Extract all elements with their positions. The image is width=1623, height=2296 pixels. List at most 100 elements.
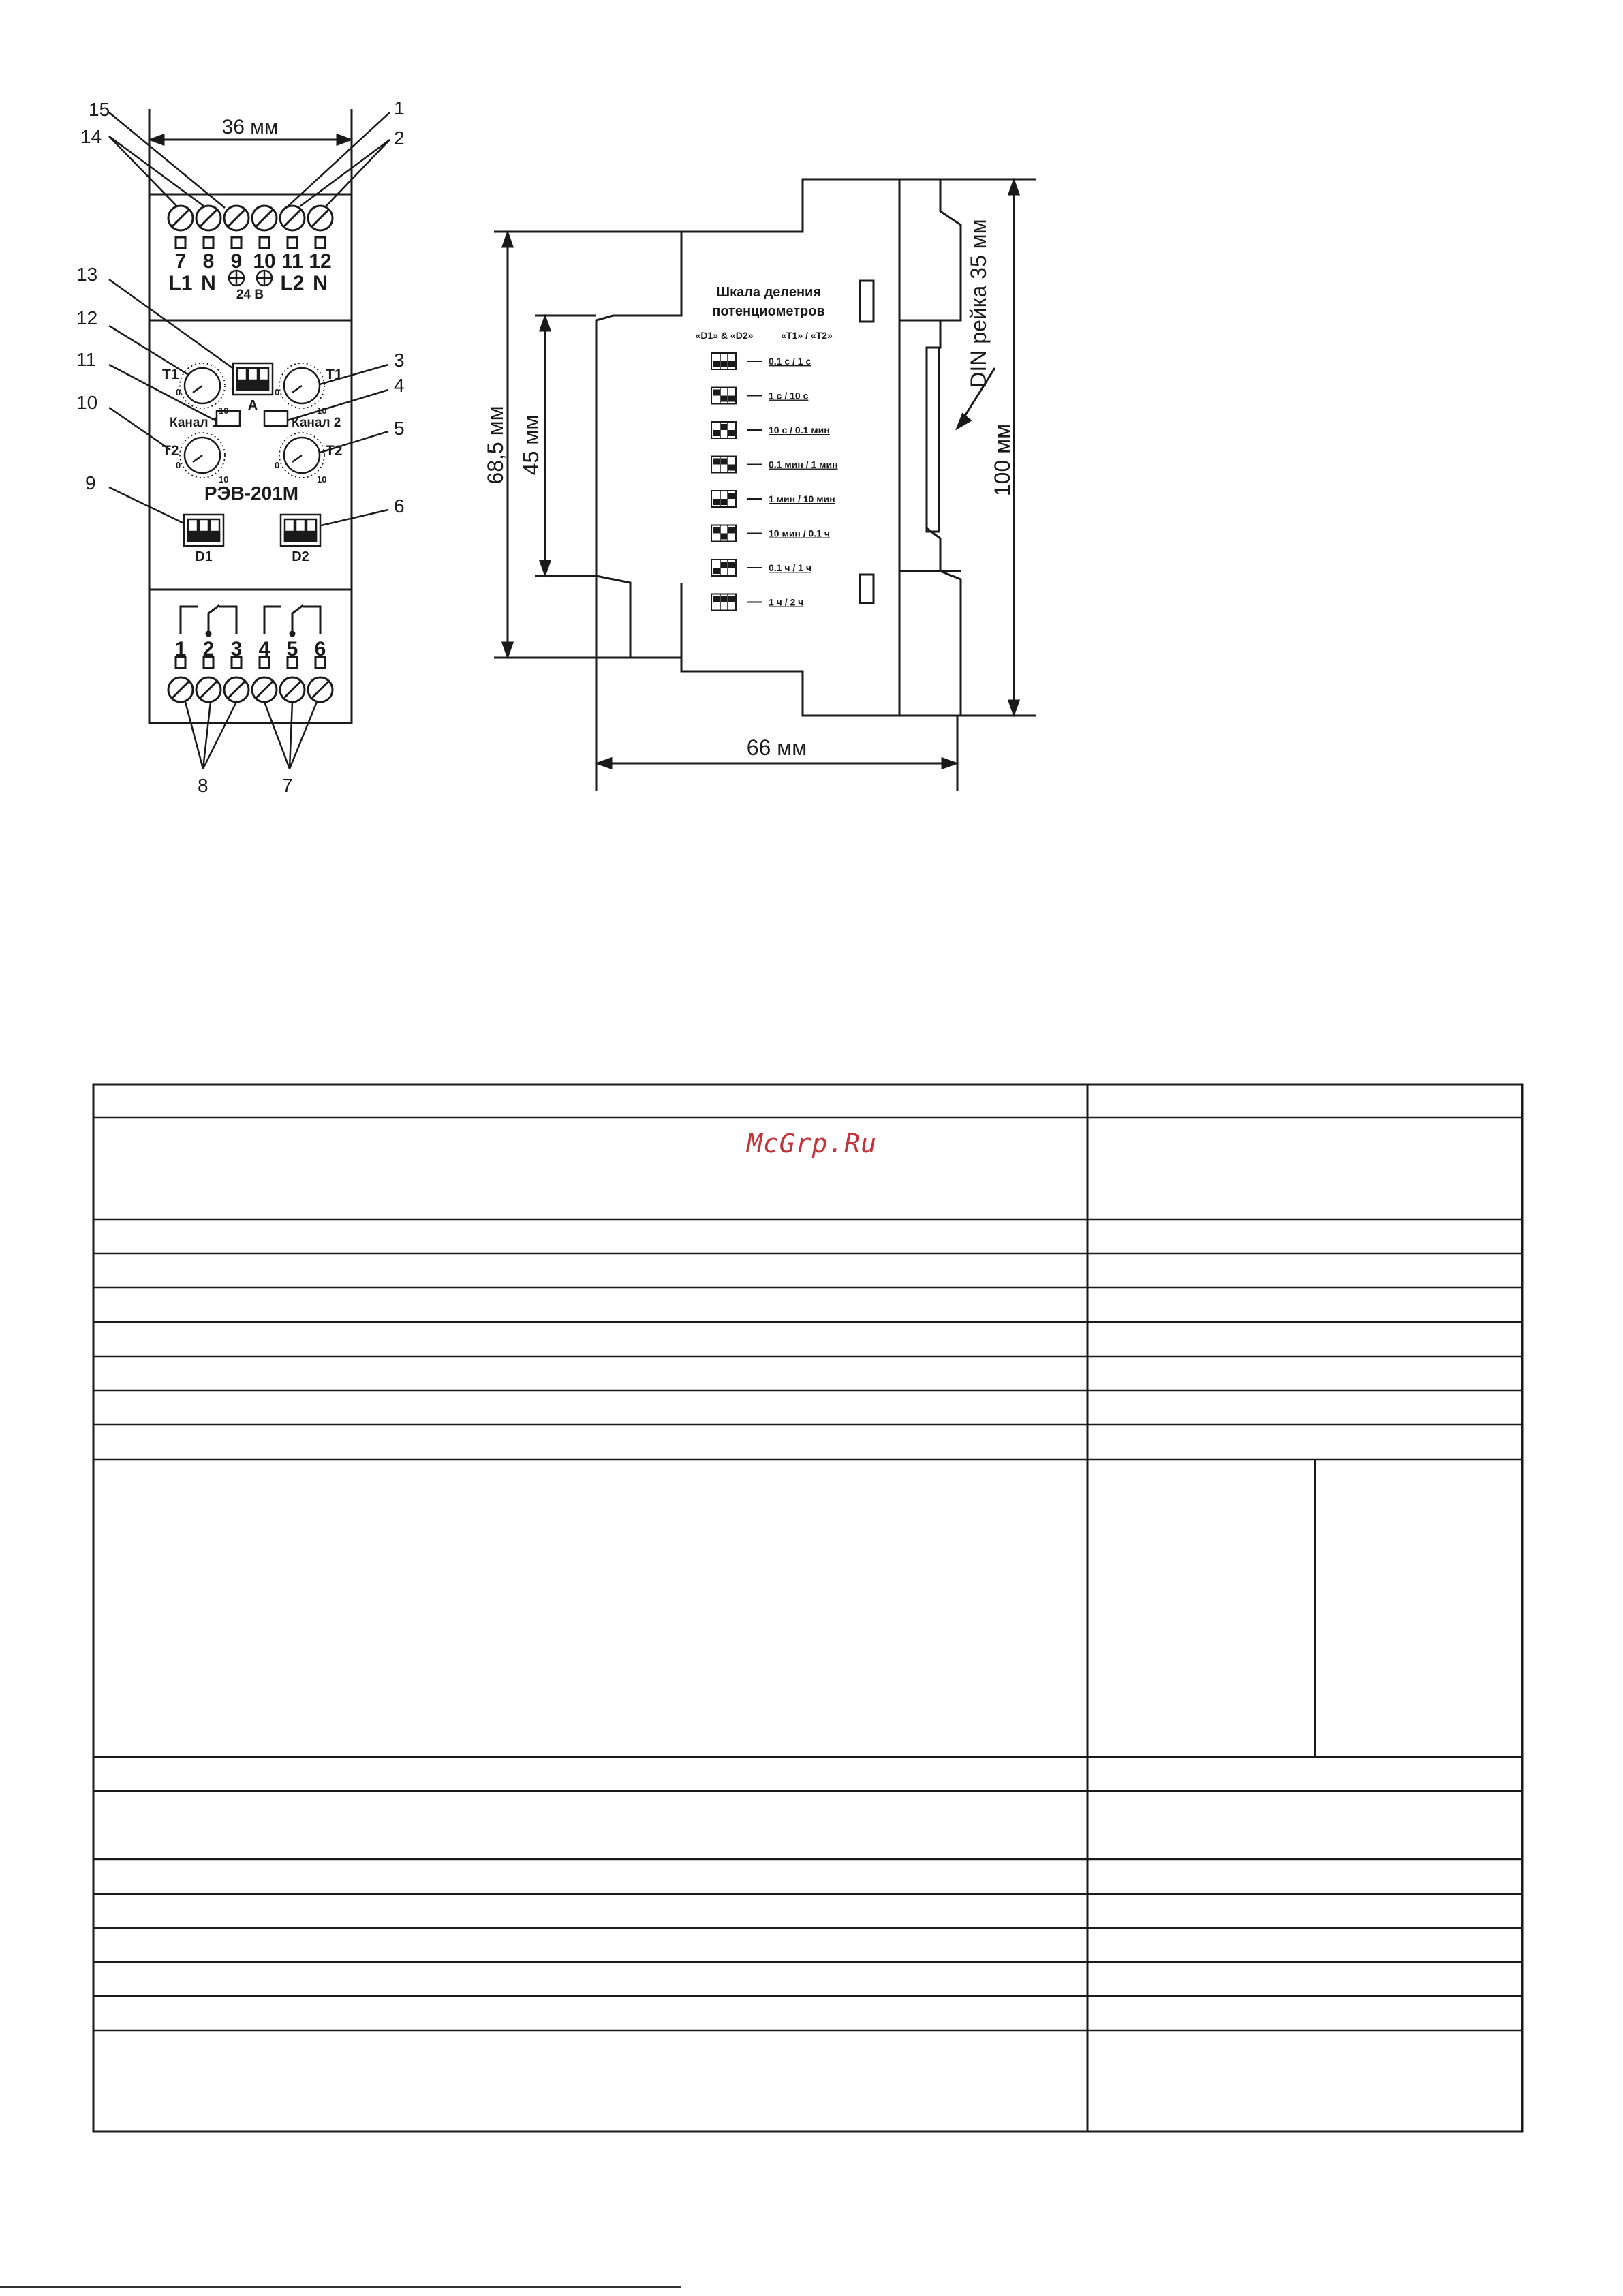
dip-switch-pattern-icon bbox=[711, 559, 737, 577]
callout-6: 6 bbox=[394, 495, 405, 517]
bottom-screw-terminals bbox=[167, 676, 334, 703]
device-body bbox=[148, 193, 353, 724]
scale-min: 0 bbox=[176, 460, 181, 470]
terminal-6: 6 bbox=[315, 638, 326, 660]
scale-row: 0.1 мин / 1 мин bbox=[711, 455, 838, 474]
switch-D2-label: D2 bbox=[292, 549, 309, 564]
terminal-name-N2: N bbox=[313, 272, 328, 294]
callout-10: 10 bbox=[76, 392, 97, 413]
scale-col-head-d: «D1» & «D2» bbox=[696, 330, 754, 341]
scale-min: 0 bbox=[275, 387, 279, 397]
dip-switch-pattern-icon bbox=[711, 490, 737, 508]
scale-col-head-t: «T1» / «T2» bbox=[781, 330, 833, 341]
scale-row-label: 1 мин / 10 мин bbox=[769, 493, 835, 504]
scale-max: 10 bbox=[317, 474, 326, 485]
terminal-12: 12 bbox=[309, 250, 331, 273]
scale-min: 0 bbox=[176, 387, 181, 397]
top-terminal-slots bbox=[174, 236, 326, 249]
knob-T2-channel-1 bbox=[183, 436, 221, 474]
knob-T1-label-left: T1 bbox=[162, 367, 179, 382]
relay-contacts bbox=[179, 604, 322, 637]
terminal-3: 3 bbox=[231, 638, 243, 660]
callout-13: 13 bbox=[76, 264, 97, 285]
callout-1: 1 bbox=[394, 97, 405, 119]
scale-row: 0.1 ч / 1 ч bbox=[711, 559, 812, 577]
terminal-4: 4 bbox=[259, 638, 270, 660]
watermark: McGrp.Ru bbox=[747, 1129, 878, 1159]
table-frame bbox=[92, 1083, 1524, 2133]
scale-row: 10 мин / 0.1 ч bbox=[711, 524, 830, 542]
knob-T1-channel-2 bbox=[283, 367, 321, 405]
terminal-2: 2 bbox=[203, 638, 215, 660]
width-dimension-label: 36 мм bbox=[222, 116, 279, 138]
channel-1-label: Канал 1 bbox=[170, 416, 219, 430]
page-bottom-rule bbox=[0, 2286, 681, 2288]
scale-row: 1 ч / 2 ч bbox=[711, 593, 803, 611]
scale-row-label: 0.1 ч / 1 ч bbox=[769, 562, 812, 573]
knob-T2-label-right: T2 bbox=[326, 443, 343, 459]
callout-14: 14 bbox=[80, 126, 102, 147]
table-rows bbox=[93, 1116, 1522, 2032]
channel-2-led bbox=[263, 410, 289, 427]
knob-T2-channel-2 bbox=[283, 436, 321, 474]
callout-11: 11 bbox=[76, 349, 96, 370]
terminal-8: 8 bbox=[203, 250, 215, 273]
callout-15: 15 bbox=[89, 99, 110, 120]
dim-68-5-label: 68,5 мм bbox=[483, 405, 508, 484]
scale-max: 10 bbox=[317, 405, 326, 416]
scale-row-label: 0.1 с / 1 с bbox=[769, 356, 811, 367]
device-name: РЭВ-201М bbox=[204, 483, 298, 504]
callout-9: 9 bbox=[85, 472, 96, 493]
dip-switch-pattern-icon bbox=[711, 524, 737, 542]
scale-row: 10 с / 0.1 мин bbox=[711, 421, 830, 439]
knob-T2-label-left: T2 bbox=[162, 443, 179, 459]
switch-A bbox=[232, 362, 274, 396]
terminal-name-L1: L1 bbox=[168, 272, 192, 294]
terminal-1: 1 bbox=[175, 638, 187, 660]
scale-row-label: 10 мин / 0.1 ч bbox=[769, 528, 830, 539]
scale-title-line-1: Шкала деления bbox=[716, 285, 821, 300]
terminal-name-L2: L2 bbox=[280, 272, 304, 294]
bottom-terminal-slots bbox=[174, 656, 326, 669]
dip-switch-pattern-icon bbox=[711, 455, 737, 474]
switch-D2 bbox=[279, 513, 322, 547]
dip-switch-pattern-icon bbox=[711, 421, 737, 439]
scale-rows: 0.1 с / 1 с 1 с / 10 с 10 с / 0.1 мин 0.1 м… bbox=[711, 352, 838, 611]
scale-row-label: 10 с / 0.1 мин bbox=[769, 425, 830, 435]
din-rail-label: DIN рейка 35 мм bbox=[966, 219, 991, 387]
switch-D1-label: D1 bbox=[195, 549, 213, 564]
top-screw-terminals bbox=[167, 204, 334, 232]
terminal-7: 7 bbox=[175, 250, 187, 273]
scale-row: 0.1 с / 1 с bbox=[711, 352, 811, 370]
terminal-11: 11 bbox=[281, 250, 303, 273]
terminal-9: 9 bbox=[231, 250, 243, 273]
callout-5: 5 bbox=[394, 418, 405, 439]
callout-7: 7 bbox=[282, 775, 293, 796]
switch-A-label: A bbox=[248, 398, 258, 413]
scale-max: 10 bbox=[219, 405, 228, 416]
side-window-bottom bbox=[859, 573, 875, 604]
scale-row-label: 0.1 мин / 1 мин bbox=[769, 459, 838, 470]
scale-row-label: 1 с / 10 с bbox=[769, 391, 809, 401]
side-window-top bbox=[859, 279, 875, 323]
scale-title-line-2: потенциометров bbox=[712, 304, 825, 319]
dip-switch-pattern-icon bbox=[711, 386, 737, 405]
callout-12: 12 bbox=[76, 307, 97, 328]
dim-66-label: 66 мм bbox=[747, 735, 807, 760]
callout-4: 4 bbox=[394, 375, 405, 396]
scale-row-label: 1 ч / 2 ч bbox=[769, 597, 803, 608]
callout-2: 2 bbox=[394, 127, 405, 149]
scale-min: 0 bbox=[275, 460, 279, 470]
scale-row: 1 с / 10 с bbox=[711, 386, 809, 405]
dip-switch-pattern-icon bbox=[711, 352, 737, 370]
supply-24v-label: 24 В bbox=[236, 288, 264, 302]
dim-45-label: 45 мм bbox=[519, 415, 543, 475]
channel-1-led bbox=[215, 410, 241, 427]
callout-8: 8 bbox=[198, 775, 208, 796]
knob-T1-label-right: T1 bbox=[326, 367, 343, 382]
scale-max: 10 bbox=[219, 474, 228, 485]
knob-T1-channel-1 bbox=[183, 367, 221, 405]
